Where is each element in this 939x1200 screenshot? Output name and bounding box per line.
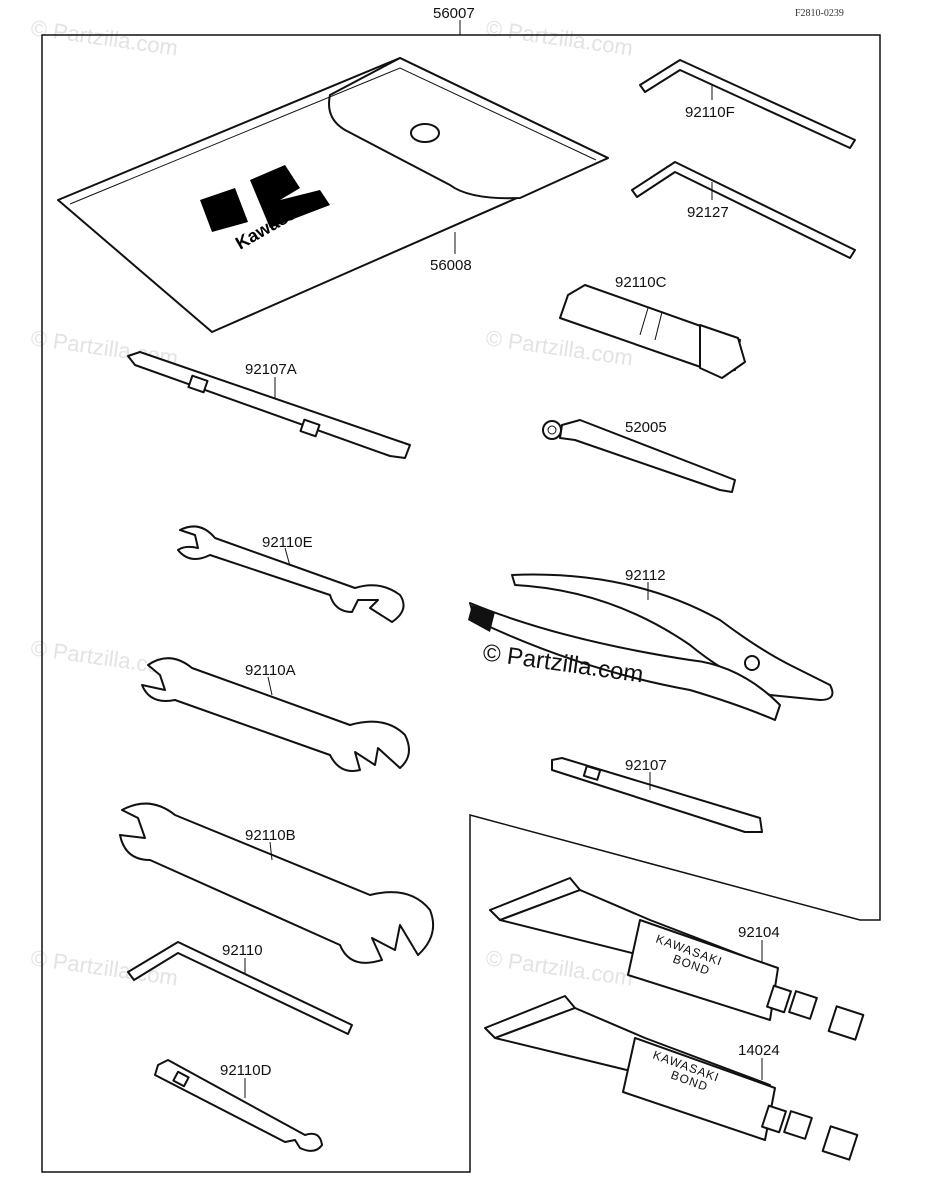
wrench-92110b (119, 802, 434, 964)
watermark: © Partzilla.com (29, 945, 179, 990)
hex-key-92110 (127, 941, 353, 1035)
watermark: © Partzilla.com (29, 15, 179, 60)
label-92110a: 92110A (245, 662, 296, 679)
pliers-92112 (468, 573, 834, 721)
hex-key-92110f (639, 59, 856, 149)
figure-id: F2810-0239 (795, 8, 844, 19)
handle-52005 (542, 419, 736, 493)
box-wrench-92110c (559, 284, 746, 379)
wrench-92110a (141, 657, 410, 772)
label-92110f: 92110F (685, 104, 735, 121)
label-92110b: 92110B (245, 827, 296, 844)
label-92110c: 92110C (615, 274, 667, 291)
label-92107a: 92107A (245, 361, 297, 378)
tool-pouch: Kawasaki (57, 57, 609, 333)
watermark: © Partzilla.com (484, 945, 634, 990)
hex-key-92127 (631, 161, 856, 259)
wrench-92110e (177, 525, 405, 623)
label-92110e: 92110E (262, 534, 313, 551)
bond-tube-14024: KAWASAKI BOND (484, 995, 859, 1161)
label-14024: 14024 (738, 1042, 780, 1059)
label-92104: 92104 (738, 924, 780, 941)
kit-boundary (41, 34, 881, 1173)
spoke-wrench-92110d (154, 1059, 323, 1152)
label-56008: 56008 (430, 257, 472, 274)
label-92110: 92110 (222, 942, 263, 959)
label-92112: 92112 (625, 567, 666, 584)
screwdriver-92107 (551, 757, 763, 833)
bond-tube-92104: KAWASAKI BOND (489, 877, 865, 1041)
label-56007: 56007 (433, 5, 475, 22)
label-92110d: 92110D (220, 1062, 272, 1079)
label-52005: 52005 (625, 419, 667, 436)
label-92127: 92127 (687, 204, 729, 221)
label-92107: 92107 (625, 757, 667, 774)
screwdriver-92107a (127, 351, 411, 459)
watermark: © Partzilla.com (484, 15, 634, 60)
